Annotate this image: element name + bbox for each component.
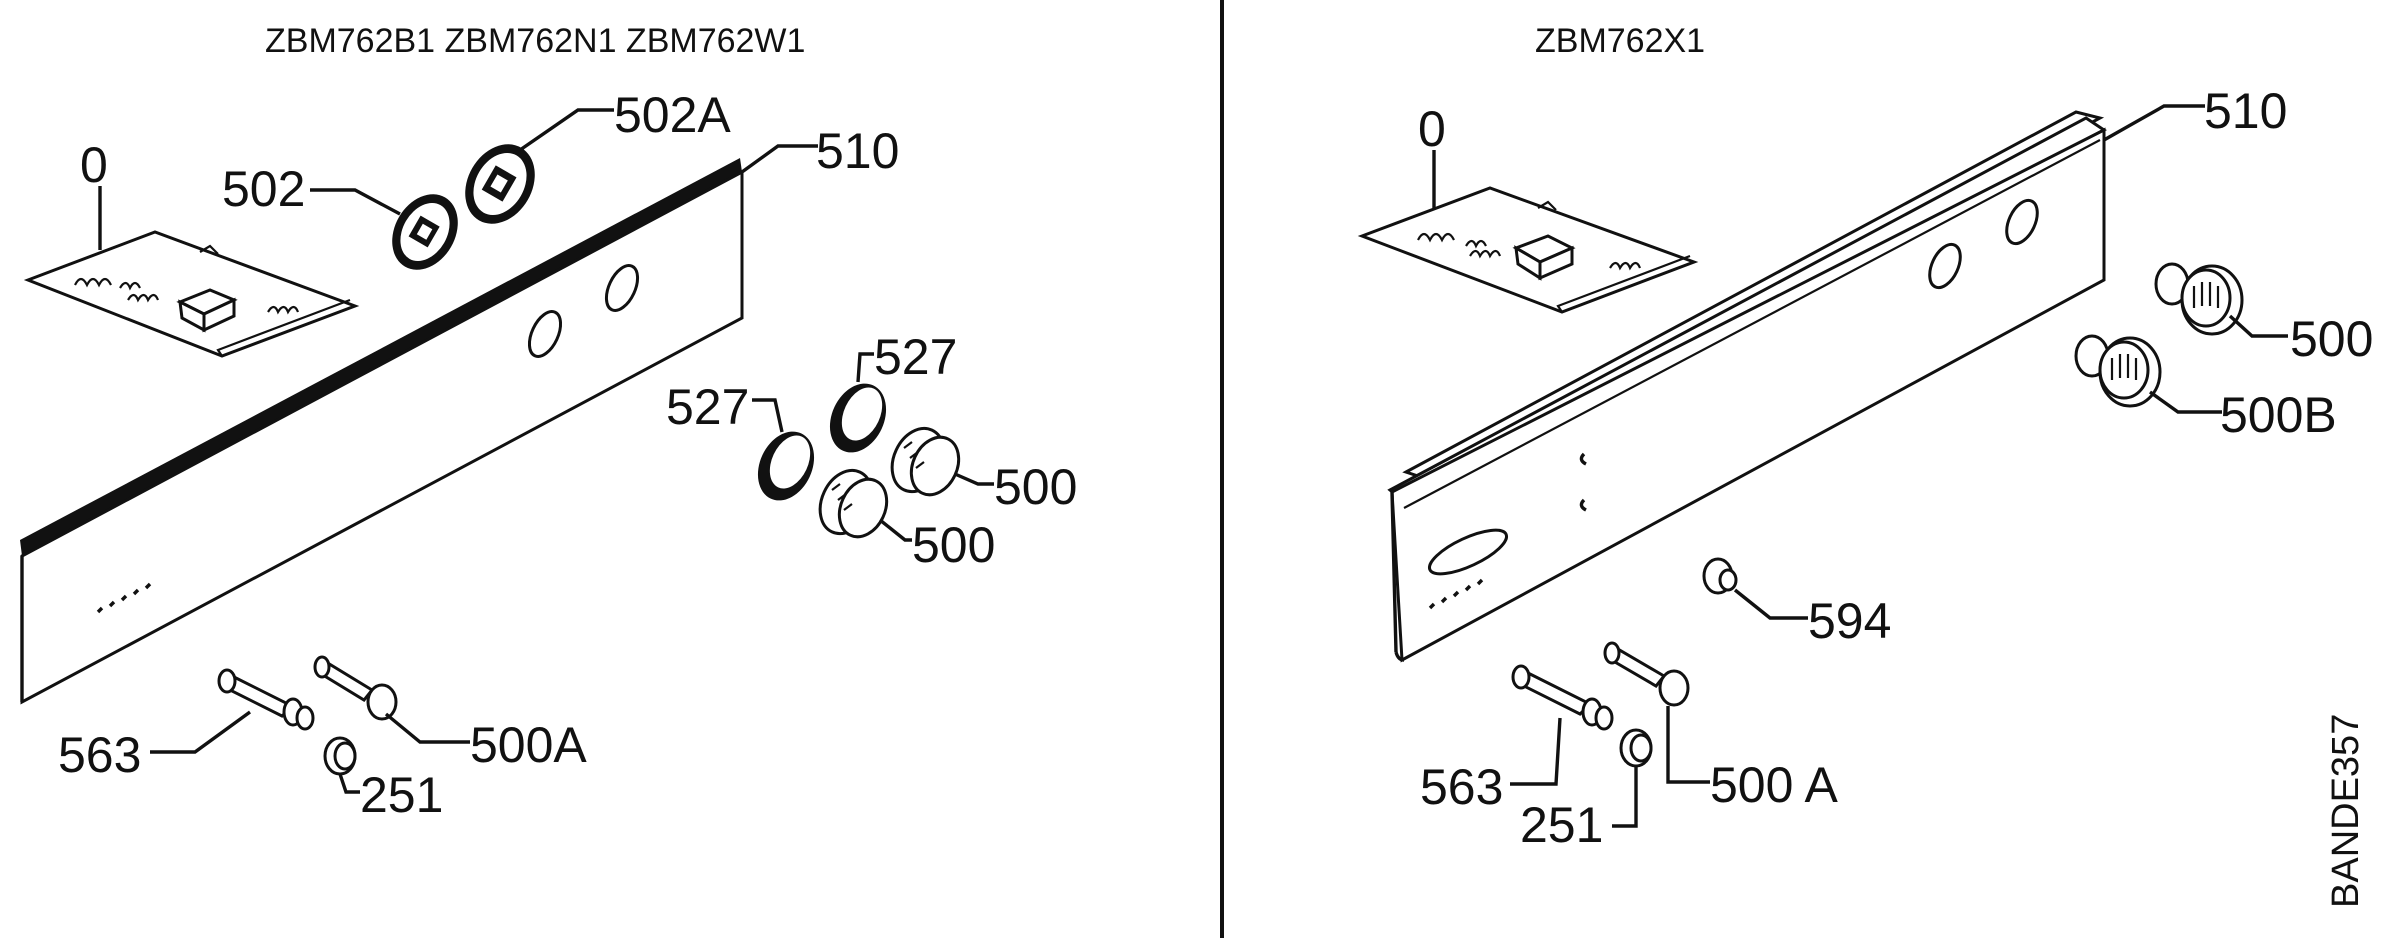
right-label-0: 0 xyxy=(1418,101,1446,157)
left-control-panel xyxy=(20,158,744,705)
right-spindle-500a xyxy=(1603,641,1690,707)
left-label-527-a: 527 xyxy=(666,379,749,435)
right-fitting-594 xyxy=(1702,557,1738,595)
left-label-0: 0 xyxy=(80,137,108,193)
left-label-527-b: 527 xyxy=(874,329,957,385)
right-label-251: 251 xyxy=(1520,797,1603,853)
left-collar-527-lower xyxy=(757,431,815,501)
right-nut-251 xyxy=(1619,728,1653,768)
right-knob-500b xyxy=(2074,334,2162,408)
left-label-500A: 500A xyxy=(470,717,587,773)
left-spindle-500a xyxy=(313,655,398,721)
left-collar-527-upper xyxy=(829,383,887,453)
right-instruction-manual xyxy=(1357,186,1699,314)
left-label-563: 563 xyxy=(58,727,141,783)
left-knob-500-lower xyxy=(818,468,889,539)
left-label-502a: 502A xyxy=(614,87,731,143)
left-instruction-manual xyxy=(23,230,360,358)
right-knob-500 xyxy=(2154,262,2244,336)
right-label-500A: 500 A xyxy=(1710,757,1839,813)
right-model-list: ZBM762X1 xyxy=(1535,22,1705,60)
right-label-510: 510 xyxy=(2204,83,2287,139)
left-knob-ring-502a xyxy=(465,144,535,224)
right-control-panel xyxy=(1387,110,2107,663)
right-label-594: 594 xyxy=(1808,593,1891,649)
drawing-code: BANDE357 xyxy=(2325,714,2367,908)
left-label-251: 251 xyxy=(360,767,443,823)
left-label-500-b: 500 xyxy=(912,517,995,573)
left-knob-ring-502 xyxy=(392,194,458,270)
left-label-510: 510 xyxy=(816,123,899,179)
right-label-500: 500 xyxy=(2290,311,2373,367)
right-spindle-563 xyxy=(1511,664,1614,731)
left-model-list: ZBM762B1 ZBM762N1 ZBM762W1 xyxy=(265,22,805,60)
left-spindle-563 xyxy=(217,668,315,731)
left-label-502: 502 xyxy=(222,161,305,217)
left-nut-251 xyxy=(323,736,357,776)
right-label-500B: 500B xyxy=(2220,387,2337,443)
right-label-563: 563 xyxy=(1420,759,1503,815)
left-label-500-a: 500 xyxy=(994,459,1077,515)
left-knob-500-upper xyxy=(890,426,961,497)
